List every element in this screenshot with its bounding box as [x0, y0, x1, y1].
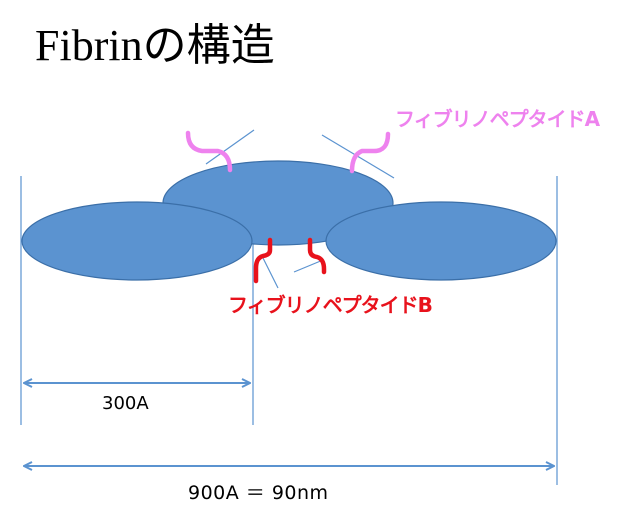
fibrinopeptide-b-left — [253, 237, 273, 284]
fibrinopeptide-a-left — [185, 130, 233, 173]
right-d-domain — [325, 201, 557, 281]
fibrinopeptide-b-right — [307, 237, 327, 275]
cleavage-line-a-left — [205, 129, 255, 165]
dimension-label-300a: 300A — [102, 393, 149, 414]
dimension-label-900a: 900A ＝ 90nm — [188, 482, 329, 504]
left-d-domain — [21, 201, 253, 281]
cleavage-line-b-right — [293, 259, 324, 273]
cleavage-line-b-left — [262, 257, 279, 289]
fibrinopeptide-a-right — [349, 131, 391, 174]
slide-title: Fibrinの構造 — [35, 21, 275, 70]
fibrinopeptide-a-label: フィブリノペプタイドA — [395, 107, 600, 131]
fibrinopeptide-b-label: フィブリノペプタイドB — [228, 293, 433, 317]
